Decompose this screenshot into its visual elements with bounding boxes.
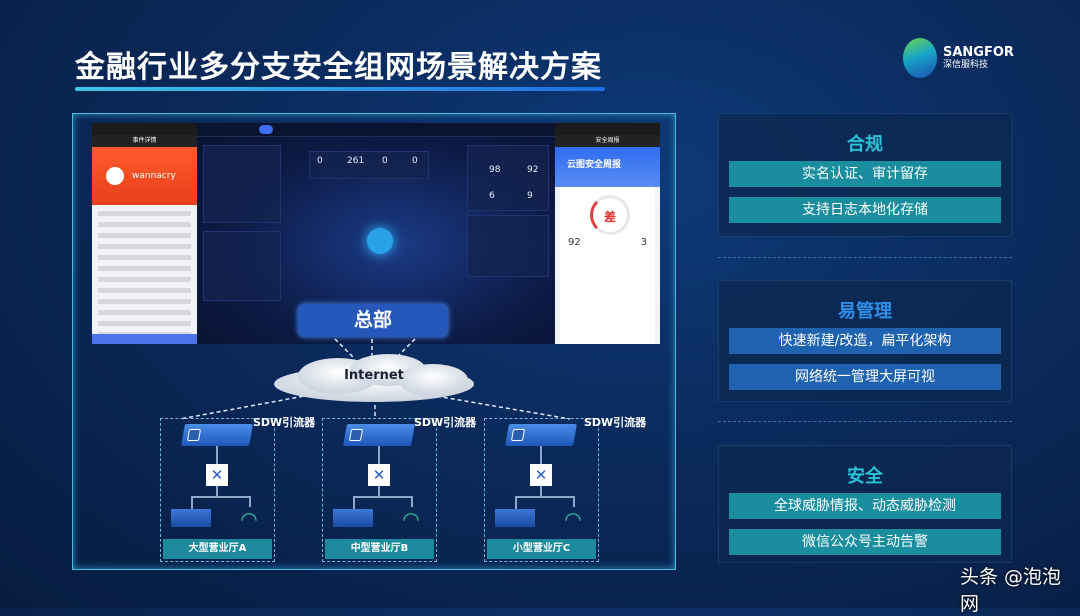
report-title: 云图安全周报 xyxy=(567,160,622,170)
feature-item: 支持日志本地化存储 xyxy=(729,197,1001,223)
terminal-icon xyxy=(333,509,373,527)
wifi-icon: ◠ xyxy=(402,507,420,531)
feature-item: 网络统一管理大屏可视 xyxy=(729,364,1001,390)
report-banner: 云图安全周报 xyxy=(555,147,660,187)
terminal-icon xyxy=(495,509,535,527)
asset-value: 92 xyxy=(527,165,539,175)
wifi-icon: ◠ xyxy=(240,507,258,531)
status-bar xyxy=(92,123,197,135)
feature-item: 全球威胁情报、动态威胁检测 xyxy=(729,493,1001,519)
report-card: 差 92 3 xyxy=(560,187,655,344)
virus-icon xyxy=(106,167,124,185)
branch-name: 大型营业厅A xyxy=(163,539,272,559)
slide-title: 金融行业多分支安全组网场景解决方案 xyxy=(75,50,602,85)
status-bar xyxy=(555,123,660,135)
stat-value: 261 xyxy=(347,156,365,166)
branch-a: ✕ ◠ 大型营业厅A xyxy=(160,418,275,562)
feature-item: 实名认证、审计留存 xyxy=(729,161,1001,187)
asset-value: 9 xyxy=(527,191,533,201)
phone-title: 安全周报 xyxy=(555,135,660,147)
security-grade: 差 xyxy=(604,210,617,224)
switch-icon: ✕ xyxy=(530,464,552,486)
panel-assets xyxy=(467,145,549,211)
stat-value: 0 xyxy=(412,156,418,166)
stat-value: 0 xyxy=(382,156,388,166)
feature-item: 快速新建/改造，扁平化架构 xyxy=(729,328,1001,354)
phone-weekly-report: 安全周报 云图安全周报 差 92 3 xyxy=(555,123,660,344)
branch-c: ✕ ◠ 小型营业厅C xyxy=(484,418,599,562)
headquarters-box: 总部 xyxy=(298,304,448,337)
sdw-label: SDW引流器 xyxy=(414,416,477,429)
wifi-icon: ◠ xyxy=(564,507,582,531)
internet-cloud-icon xyxy=(274,354,474,402)
panel-chart xyxy=(467,215,549,277)
sdw-device-icon xyxy=(181,424,253,446)
internet-label: Internet xyxy=(344,368,404,383)
security-dashboard: 0 261 0 0 98 92 6 9 xyxy=(197,123,555,344)
report-value: 92 xyxy=(568,237,581,248)
nav-active-tab xyxy=(259,125,273,134)
section-divider xyxy=(718,421,1012,422)
feature-management: 易管理 快速新建/改造，扁平化架构 网络统一管理大屏可视 xyxy=(718,280,1012,402)
phone-title: 事件详情 xyxy=(92,135,197,147)
score-gauge xyxy=(590,195,630,235)
feature-security: 安全 全球威胁情报、动态威胁检测 微信公众号主动告警 xyxy=(718,445,1012,563)
branch-b: ✕ ◠ 中型营业厅B xyxy=(322,418,437,562)
panel-events xyxy=(203,145,281,223)
diagram-frame xyxy=(72,113,676,570)
asset-value: 98 xyxy=(489,165,501,175)
event-details xyxy=(92,211,197,344)
panel-stats xyxy=(309,151,429,179)
switch-icon: ✕ xyxy=(368,464,390,486)
stat-value: 0 xyxy=(317,156,323,166)
feature-item: 微信公众号主动告警 xyxy=(729,529,1001,555)
switch-icon: ✕ xyxy=(206,464,228,486)
panel-trend xyxy=(203,231,281,301)
logo-name: SANGFOR xyxy=(943,45,1014,60)
feature-heading: 安全 xyxy=(847,466,883,487)
terminal-icon xyxy=(171,509,211,527)
dashboard-nav xyxy=(197,123,555,137)
threat-banner: wannacry xyxy=(92,147,197,205)
globe-logo-icon xyxy=(903,38,937,78)
feature-compliance: 合规 实名认证、审计留存 支持日志本地化存储 xyxy=(718,113,1012,237)
logo-subtitle: 深信服科技 xyxy=(943,60,989,70)
sdw-device-icon xyxy=(343,424,415,446)
shield-core-icon xyxy=(367,228,393,254)
phone-action-button xyxy=(92,334,197,344)
asset-value: 6 xyxy=(489,191,495,201)
report-value: 3 xyxy=(640,237,647,248)
branch-name: 中型营业厅B xyxy=(325,539,434,559)
title-underline xyxy=(75,87,605,91)
threat-name: wannacry xyxy=(132,171,176,181)
sdw-label: SDW引流器 xyxy=(584,416,647,429)
feature-heading: 合规 xyxy=(847,134,883,155)
branch-name: 小型营业厅C xyxy=(487,539,596,559)
feature-heading: 易管理 xyxy=(838,301,892,322)
sdw-device-icon xyxy=(505,424,577,446)
phone-event-detail: 事件详情 wannacry xyxy=(92,123,197,344)
section-divider xyxy=(718,257,1012,258)
sdw-label: SDW引流器 xyxy=(253,416,316,429)
